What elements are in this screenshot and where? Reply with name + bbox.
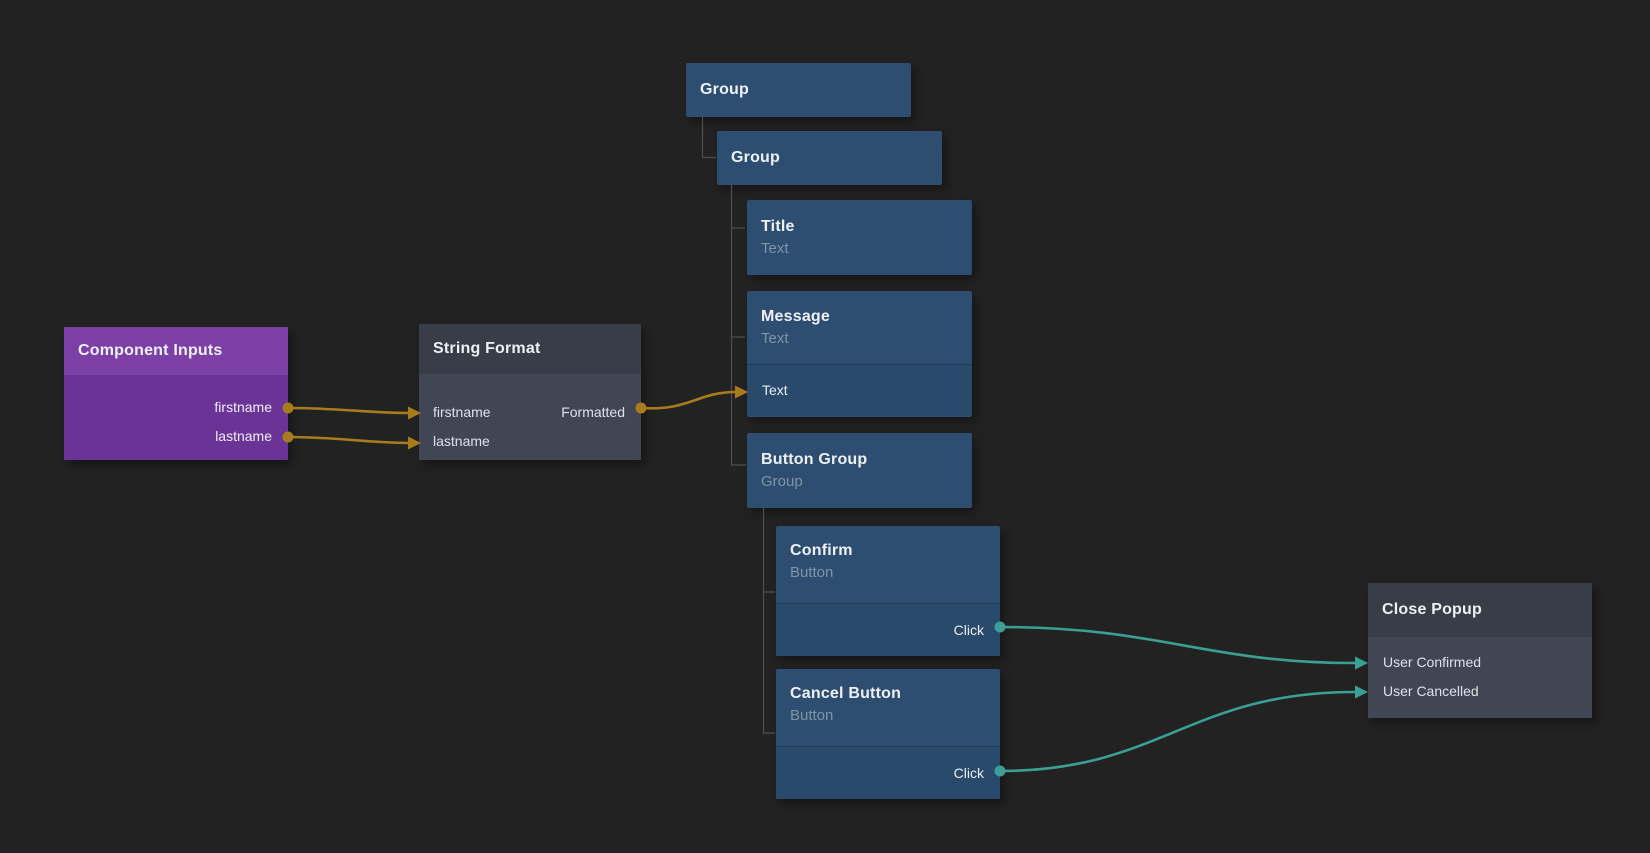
node-type-label: Text bbox=[761, 330, 789, 347]
node-title: Group bbox=[700, 81, 749, 98]
node-type-label: Group bbox=[761, 473, 803, 490]
input-port-firstname[interactable]: firstname bbox=[433, 404, 491, 420]
node-group-inner[interactable]: Group bbox=[717, 131, 942, 185]
input-port-text[interactable]: Text bbox=[762, 382, 788, 398]
node-group-outer[interactable]: Group bbox=[686, 63, 911, 117]
node-title: Component Inputs bbox=[78, 342, 223, 359]
arrowhead-user-cancelled bbox=[1355, 685, 1368, 699]
input-port-user-confirmed[interactable]: User Confirmed bbox=[1383, 654, 1482, 670]
node-title: Title bbox=[761, 218, 795, 235]
node-title: Cancel Button bbox=[790, 685, 902, 702]
input-port-lastname[interactable]: lastname bbox=[433, 433, 490, 449]
node-button-group[interactable]: Button Group Group bbox=[747, 433, 972, 508]
node-header: Component Inputs bbox=[64, 327, 288, 375]
node-type-label: Button bbox=[790, 707, 834, 724]
node-title: Confirm bbox=[790, 542, 853, 559]
output-port-click[interactable]: Click bbox=[953, 622, 984, 638]
node-close-popup[interactable]: Close Popup User Confirmed User Cancelle… bbox=[1368, 583, 1592, 718]
node-title: String Format bbox=[433, 340, 541, 357]
node-confirm-button[interactable]: Confirm Button Click bbox=[776, 526, 1000, 656]
node-component-inputs[interactable]: Component Inputs firstname lastname bbox=[64, 327, 288, 460]
input-port-user-cancelled[interactable]: User Cancelled bbox=[1383, 683, 1479, 699]
wire-formatted-to-message-text[interactable] bbox=[639, 390, 738, 410]
wire-cancel-click[interactable] bbox=[998, 690, 1357, 773]
tree-line-group-outer-to-inner bbox=[701, 117, 716, 159]
node-header: String Format bbox=[419, 324, 641, 374]
wire-confirm-click[interactable] bbox=[998, 625, 1357, 665]
wire-lastname[interactable] bbox=[286, 435, 411, 445]
output-port-click[interactable]: Click bbox=[953, 765, 984, 781]
node-type-label: Button bbox=[790, 564, 834, 581]
node-string-format[interactable]: String Format firstname Formatted lastna… bbox=[419, 324, 641, 460]
tree-line-button-group-trunk bbox=[762, 508, 775, 734]
node-message-text[interactable]: Message Text Text bbox=[747, 291, 972, 417]
output-port-firstname[interactable]: firstname bbox=[214, 399, 272, 415]
node-title: Group bbox=[731, 149, 780, 166]
arrowhead-user-confirmed bbox=[1355, 656, 1368, 670]
output-port-formatted[interactable]: Formatted bbox=[561, 404, 625, 420]
node-cancel-button[interactable]: Cancel Button Button Click bbox=[776, 669, 1000, 799]
node-type-label: Text bbox=[761, 240, 789, 257]
tree-line-group-inner-trunk bbox=[730, 185, 746, 466]
node-title-text[interactable]: Title Text bbox=[747, 200, 972, 275]
wire-firstname[interactable] bbox=[286, 406, 411, 415]
node-title: Button Group bbox=[761, 451, 868, 468]
node-title: Close Popup bbox=[1382, 601, 1482, 618]
output-port-lastname[interactable]: lastname bbox=[215, 428, 272, 444]
node-title: Message bbox=[761, 308, 830, 325]
node-header: Close Popup bbox=[1368, 583, 1592, 637]
